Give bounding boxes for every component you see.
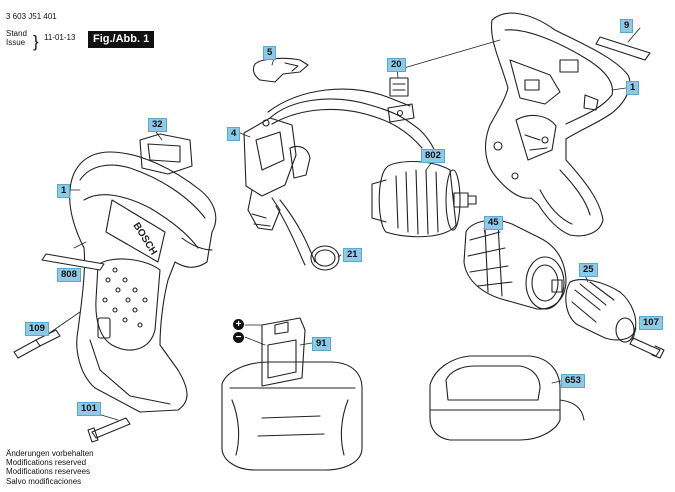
note-fr: Modifications reservees [6,467,91,477]
battery-contact-plate [139,133,193,175]
modification-notes: Änderungen vorbehalten Modifications res… [6,449,94,486]
note-en: Modifications reserved [6,458,87,468]
connector-bracket [387,103,415,123]
issue-date: 11-01-13 [44,33,76,42]
part-number: 3 603 J51 401 [6,12,57,21]
callout-21: 21 [343,248,362,262]
callout-91: 91 [312,337,331,351]
callout-5: 5 [263,46,277,60]
callout-20: 20 [387,58,406,72]
figure-label: Fig./Abb. 1 [88,31,155,48]
callout-802: 802 [421,149,445,163]
callout-109: 109 [25,322,49,336]
issue-label: Issue [6,38,26,47]
callout-107: 107 [639,316,663,330]
callout-4: 4 [227,127,241,141]
chuck [565,279,637,343]
callout-1-right: 1 [626,81,640,95]
gearbox [463,219,567,310]
battery-pack [221,317,363,471]
callout-101: 101 [77,402,101,416]
strip-808 [41,253,105,271]
stand-label: Stand [6,29,27,38]
callout-45: 45 [484,216,503,230]
callout-808: 808 [57,268,81,282]
brace: } [33,32,39,51]
strip-9 [595,36,651,61]
callout-32: 32 [148,118,167,132]
charger [429,355,585,441]
callout-653: 653 [561,374,585,388]
callout-1-left: 1 [57,184,71,198]
housing-half-right [484,12,631,237]
chuck-screw [629,337,665,359]
callout-9: 9 [620,19,634,33]
contact-disc [310,245,340,271]
note-es: Salvo modificaciones [6,476,82,486]
housing-screw [87,417,131,443]
part-20 [389,77,409,97]
plus-sign: + [233,319,244,330]
minus-sign: − [233,332,244,343]
motor [371,161,477,238]
housing-half-left [69,151,217,413]
switch-cover [252,57,309,83]
callout-25: 25 [579,263,598,277]
switch-assembly [243,88,439,266]
note-de: Änderungen vorbehalten [6,449,94,458]
